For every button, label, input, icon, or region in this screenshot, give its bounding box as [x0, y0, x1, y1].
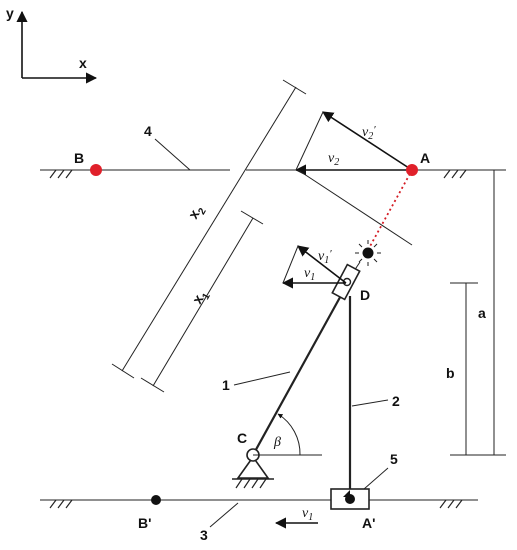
ground-hatch-bottom-left [49, 499, 73, 509]
point-a-label: A [420, 150, 430, 166]
dimension-x2-label: x2 [185, 202, 209, 224]
dimension-x1-label: x1 [189, 287, 213, 309]
dimension-x2: x2 [111, 79, 307, 379]
x-axis-label: x [79, 55, 87, 71]
velocity-v1: v1 [281, 266, 346, 289]
dimension-x1: x1 [140, 210, 264, 393]
velocity-v2-label: v2 [328, 151, 339, 168]
velocity-v1-bottom-label: v1 [302, 506, 313, 523]
point-b-label: B [74, 150, 84, 166]
velocity-v1-label: v1 [304, 266, 315, 283]
dimension-b: b [446, 282, 478, 456]
member-4-callout: 4 [144, 123, 191, 171]
construction-line-v2-b [297, 169, 413, 246]
point-b-marker [90, 164, 102, 176]
coordinate-axes: y x [6, 5, 98, 84]
point-a-prime-label: A' [362, 515, 375, 531]
bottom-guide-line [40, 499, 478, 509]
member-1-callout: 1 [222, 371, 291, 393]
dimension-a: a [472, 169, 506, 456]
point-d-label: D [360, 287, 370, 303]
member-3-callout: 3 [200, 502, 239, 543]
link-bar-1 [252, 289, 345, 456]
member-1-label: 1 [222, 377, 230, 393]
dimension-a-label: a [478, 305, 486, 321]
member-4-label: 4 [144, 123, 152, 139]
member-3-label: 3 [200, 527, 208, 543]
ground-hatch-top-right [443, 169, 467, 179]
ground-hatch-bottom-right [439, 499, 463, 509]
light-source-icon [355, 240, 381, 266]
velocity-v1-prime-label: v1′ [318, 248, 332, 266]
velocity-v1-prime: v1′ [297, 245, 347, 284]
point-b-prime-label: B' [138, 515, 151, 531]
velocity-v2-prime: v2′ [322, 111, 413, 171]
velocity-v1-bottom: v1 [274, 506, 318, 529]
velocity-v2-prime-label: v2′ [362, 124, 376, 142]
angle-beta: β [253, 413, 322, 456]
point-a-marker [406, 164, 418, 176]
member-5-label: 5 [390, 451, 398, 467]
extension-dotted-line [367, 169, 413, 251]
point-b-prime-marker [151, 495, 161, 505]
point-c-label: C [237, 430, 247, 446]
construction-line-v2 [295, 111, 324, 171]
ground-hatch-top-left [49, 169, 73, 179]
y-axis-label: y [6, 5, 14, 21]
slider-block-5 [330, 488, 370, 510]
member-2-label: 2 [392, 393, 400, 409]
angle-beta-label: β [273, 435, 281, 450]
velocity-v2: v2 [294, 151, 412, 176]
construction-line-v1 [282, 245, 299, 284]
member-2-callout: 2 [351, 393, 400, 409]
member-5-callout: 5 [363, 451, 398, 490]
dimension-b-label: b [446, 365, 455, 381]
